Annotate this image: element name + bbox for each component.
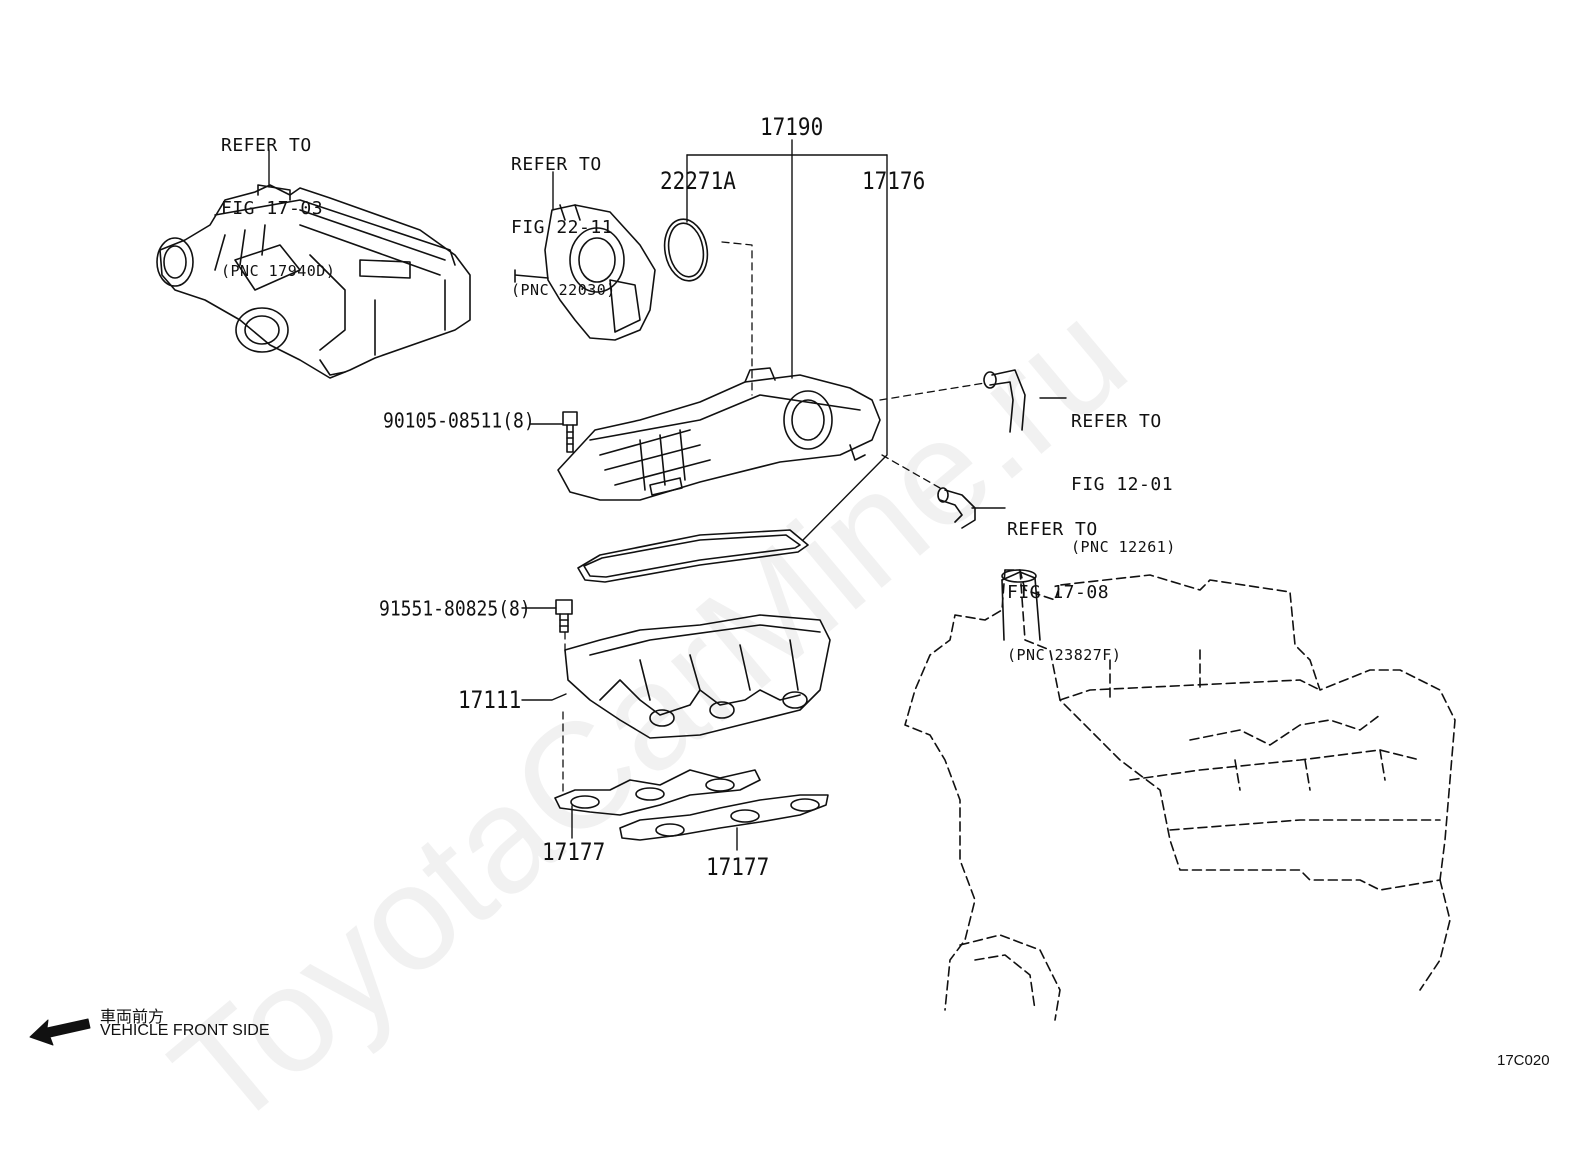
ref-pnc: (PNC 23827F): [1007, 646, 1122, 664]
part-22271A[interactable]: 22271A: [660, 167, 736, 195]
intercooler-drawing: [156, 184, 471, 379]
engine-block-outline: [904, 569, 1456, 1021]
part-17176[interactable]: 17176: [862, 167, 926, 195]
lower-intake-manifold-drawing: [564, 614, 831, 739]
leader-lines: [268, 139, 1067, 851]
bolt-90105-drawing: [562, 411, 578, 453]
ref-line-1: REFER TO: [511, 154, 602, 175]
part-17111[interactable]: 17111: [458, 686, 522, 714]
part-90105-08511[interactable]: 90105-08511(8): [383, 409, 535, 434]
front-arrow-icon: [29, 1018, 91, 1046]
part-17190[interactable]: 17190: [760, 113, 824, 141]
upper-intake-plenum-drawing: [557, 367, 881, 501]
ref-line-2: FIG 17-03: [221, 198, 324, 219]
ref-line-1: REFER TO: [221, 135, 312, 156]
ref-line-2: FIG 17-08: [1007, 582, 1110, 603]
hose-23827F-drawing: [937, 487, 976, 529]
ref-line-1: REFER TO: [1007, 519, 1098, 540]
manifold-gaskets-drawing: [554, 769, 829, 841]
part-91551-80825[interactable]: 91551-80825(8): [379, 597, 531, 622]
o-ring-drawing: [663, 218, 709, 282]
bolt-91551-drawing: [555, 599, 573, 633]
ref-fig-17-08[interactable]: REFER TO FIG 17-08 (PNC 23827F): [1007, 477, 1121, 687]
ref-fig-22-11[interactable]: REFER TO FIG 22-11 (PNC 22030): [511, 112, 616, 322]
plenum-gasket-drawing: [577, 529, 809, 583]
engine-pipe-outline: [1001, 569, 1041, 641]
ref-line-2: FIG 12-01: [1071, 474, 1174, 495]
parts-diagram: [29, 139, 1456, 1046]
ref-fig-17-03[interactable]: REFER TO FIG 17-03 (PNC 17940D): [221, 93, 335, 303]
ref-pnc: (PNC 22030): [511, 281, 616, 299]
part-17177-a[interactable]: 17177: [542, 838, 606, 866]
ref-pnc: (PNC 17940D): [221, 262, 336, 280]
throttle-body-drawing: [514, 204, 656, 341]
front-side-label-en: VEHICLE FRONT SIDE: [100, 1022, 270, 1039]
dashed-guides: [562, 241, 986, 793]
part-17177-b[interactable]: 17177: [706, 853, 770, 881]
hose-12261-drawing: [983, 369, 1026, 433]
front-side-label-jp: 車両前方: [100, 1009, 165, 1026]
ref-line-1: REFER TO: [1071, 411, 1162, 432]
figure-code: 17C020: [1497, 1052, 1550, 1069]
ref-fig-12-01[interactable]: REFER TO FIG 12-01 (PNC 12261): [1071, 369, 1176, 579]
ref-line-2: FIG 22-11: [511, 217, 614, 238]
ref-pnc: (PNC 12261): [1071, 538, 1176, 556]
